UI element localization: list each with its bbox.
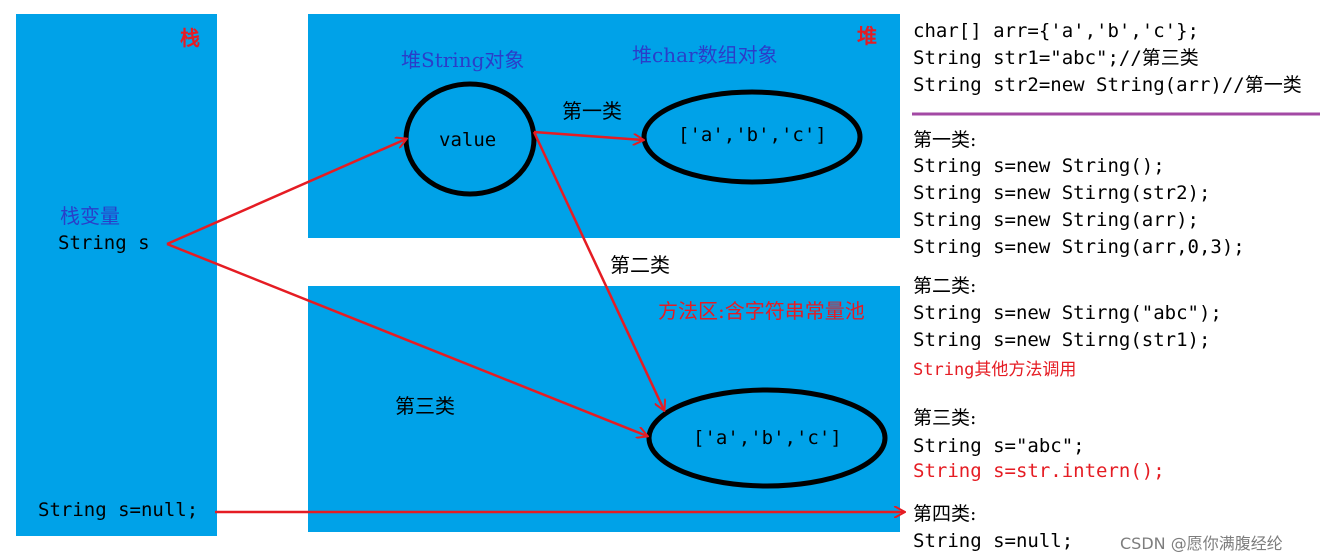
category-2-note: String其他方法调用	[913, 360, 1077, 380]
stack-var-decl: String s	[58, 232, 150, 254]
category-4-title: 第四类:	[913, 503, 977, 525]
arrow-stack-to-heap-string	[166, 139, 406, 246]
heap-value-text: value	[439, 129, 497, 151]
heap-char-array-label: 堆char数组对象	[632, 43, 778, 67]
category-1-line-3: String s=new String(arr);	[913, 209, 1199, 231]
method-area-panel	[308, 286, 900, 532]
watermark: CSDN @愿你满腹经纶	[1120, 534, 1283, 553]
code-header-line-1: char[] arr={'a','b','c'};	[913, 20, 1199, 42]
category-2-line-2: String s=new Stirng(str1);	[913, 329, 1211, 351]
arrow-label-first: 第一类	[562, 99, 622, 123]
stack-title: 栈	[180, 26, 200, 50]
heap-string-object-label: 堆String对象	[401, 48, 525, 72]
category-1-line-2: String s=new Stirng(str2);	[913, 182, 1211, 204]
arrow-label-third: 第三类	[395, 394, 455, 418]
category-2-line-1: String s=new Stirng("abc");	[913, 302, 1222, 324]
method-area-title: 方法区:含字符串常量池	[658, 299, 865, 323]
arrow-second-category	[532, 131, 664, 410]
code-header-line-3: String str2=new String(arr)//第一类	[913, 74, 1302, 96]
category-1-line-4: String s=new String(arr,0,3);	[913, 236, 1245, 258]
category-3-red-line: String s=str.intern();	[913, 460, 1165, 482]
category-4-line-1: String s=null;	[913, 530, 1074, 552]
category-3-title: 第三类:	[913, 407, 977, 429]
code-header-line-2: String str1="abc";//第三类	[913, 47, 1199, 69]
heap-array-text: ['a','b','c']	[678, 124, 827, 146]
category-1-line-1: String s=new String();	[913, 155, 1165, 177]
category-3-line-1: String s="abc";	[913, 435, 1085, 457]
pool-array-text: ['a','b','c']	[693, 427, 842, 449]
category-1-title: 第一类:	[913, 129, 977, 151]
heap-title: 堆	[857, 24, 877, 48]
arrow-first-category	[533, 130, 643, 140]
arrow-stack-to-pool	[166, 242, 647, 436]
category-2-title: 第二类:	[913, 275, 977, 297]
stack-null-decl: String s=null;	[38, 499, 199, 521]
arrow-label-second: 第二类	[610, 253, 670, 277]
stack-var-label: 栈变量	[60, 204, 120, 228]
stack-panel	[16, 14, 217, 536]
